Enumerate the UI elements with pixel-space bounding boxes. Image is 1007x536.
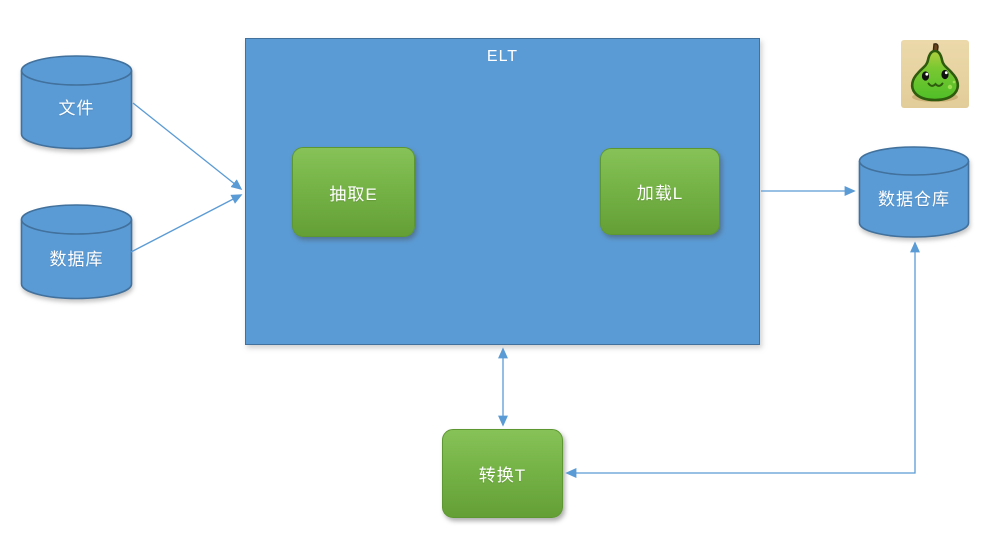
pear-mascot-icon xyxy=(901,40,969,108)
node-extract-label: 抽取E xyxy=(329,184,378,204)
node-transform-box: 转换T xyxy=(442,429,563,518)
node-transform-label: 转换T xyxy=(478,466,527,485)
cylinder-shape xyxy=(20,55,133,150)
node-load-box: 加载L xyxy=(600,148,720,235)
cylinder-shape xyxy=(20,204,133,300)
node-file-cylinder: 文件 xyxy=(20,54,133,150)
node-database-cylinder: 数据库 xyxy=(20,203,133,300)
node-file-label: 文件 xyxy=(58,99,95,118)
node-warehouse-cylinder: 数据仓库 xyxy=(858,145,970,238)
node-database-label: 数据库 xyxy=(49,250,104,269)
elt-container-title: ELT xyxy=(486,48,519,65)
node-warehouse-label: 数据仓库 xyxy=(878,190,950,209)
node-load-label: 加载L xyxy=(636,184,684,203)
edge-database-to-elt xyxy=(130,194,243,253)
cylinder-shape xyxy=(858,146,970,238)
node-extract-box: 抽取E xyxy=(292,147,415,237)
edge-file-to-elt xyxy=(132,102,243,191)
